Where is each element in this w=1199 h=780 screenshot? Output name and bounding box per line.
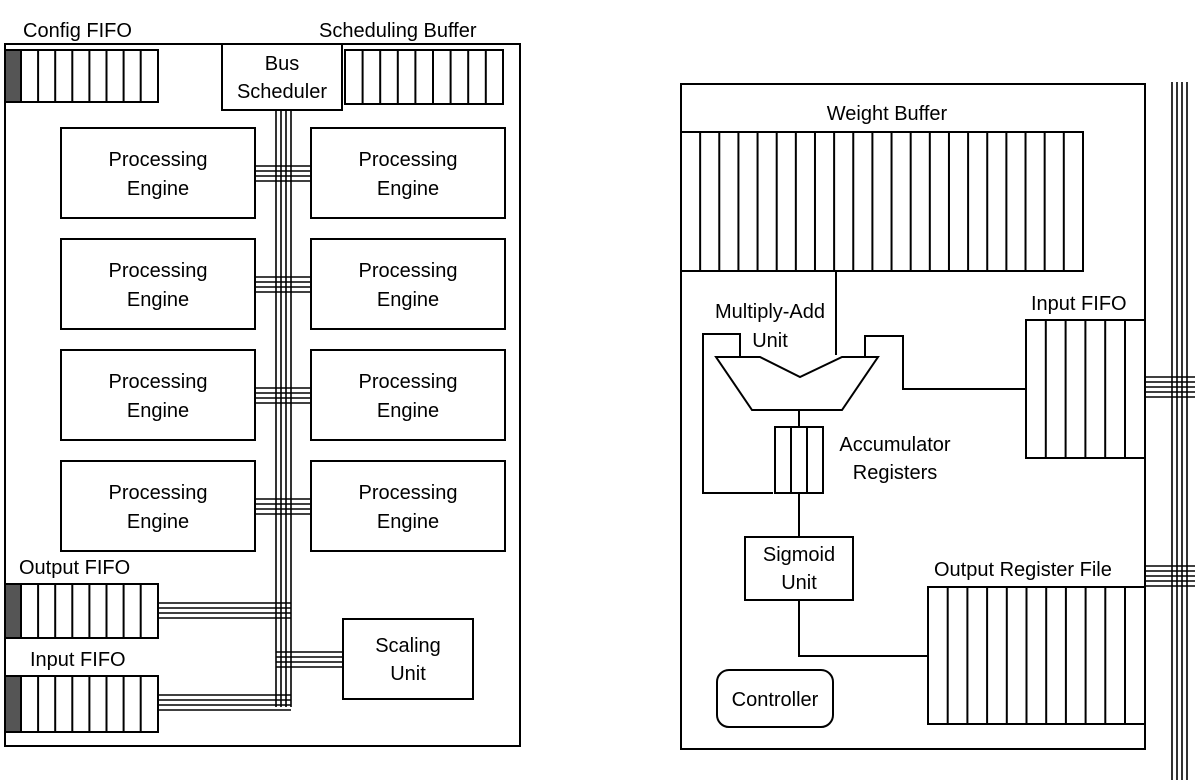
processing-engine-label: Processing [359,260,458,282]
input-fifo-bus [158,694,291,711]
multiply-add-unit [714,356,880,411]
processing-engine-label: Processing [359,371,458,393]
output-fifo [4,583,159,639]
output-register-file [927,586,1146,725]
input-fifo-left [4,675,159,733]
scaling-unit-box: Scaling Unit [342,618,474,700]
multiply-add-label-line2: Unit [752,330,788,352]
output-register-file-label: Output Register File [934,559,1112,581]
svg-text:Unit: Unit [390,663,426,685]
svg-text:Sigmoid: Sigmoid [763,544,835,566]
processing-engine-label: Engine [127,289,189,311]
input-fifo-label-left: Input FIFO [30,649,126,671]
processing-engine-label: Engine [377,289,439,311]
svg-text:Unit: Unit [781,572,817,594]
svg-text:Scaling: Scaling [375,635,441,657]
config-fifo [4,49,159,103]
svg-text:Bus: Bus [265,53,299,75]
output-fifo-bus [158,602,291,619]
processing-engine-label: Processing [109,149,208,171]
input-fifo-right [1025,319,1146,459]
config-fifo-label: Config FIFO [23,20,132,42]
accumulator-registers [774,426,824,494]
output-fifo-label: Output FIFO [19,557,130,579]
processing-engine-label: Processing [109,371,208,393]
weight-buffer [680,131,1084,272]
bus-scheduler-box: Bus Scheduler [221,43,343,111]
external-bus [1171,82,1188,780]
accumulator-label-line2: Registers [853,462,937,484]
scheduling-buffer [344,49,504,105]
processing-engines: ProcessingEngineProcessingEngineProcessi… [60,127,506,552]
processing-engine-label: Processing [359,482,458,504]
accumulator-label: Accumulator [839,434,950,456]
svg-text:Scheduler: Scheduler [237,81,327,103]
svg-text:Controller: Controller [732,689,819,711]
processing-engine-label: Processing [359,149,458,171]
processing-engine-label: Engine [377,178,439,200]
accumulator-feedback-wire [702,333,773,494]
multiply-add-label: Multiply-Add [715,301,825,323]
right-chip-outline [680,83,1146,750]
processing-engine-label: Engine [377,400,439,422]
scheduling-buffer-label: Scheduling Buffer [319,20,477,42]
controller-box: Controller [716,669,834,728]
processing-engine-label: Engine [377,511,439,533]
processing-engine-label: Engine [127,400,189,422]
sigmoid-unit-box: Sigmoid Unit [744,536,854,601]
processing-engine-label: Processing [109,482,208,504]
input-fifo-bus-right [1145,376,1195,398]
scaling-unit-bus [276,651,343,668]
input-fifo-label-right: Input FIFO [1031,293,1127,315]
processing-engine-label: Processing [109,260,208,282]
input-fifo-to-mac-wire [864,335,1026,390]
output-register-file-bus [1145,565,1195,587]
processing-engine-label: Engine [127,511,189,533]
weight-buffer-label: Weight Buffer [827,103,948,125]
sigmoid-to-output-wire [798,600,928,657]
processing-engine-label: Engine [127,178,189,200]
